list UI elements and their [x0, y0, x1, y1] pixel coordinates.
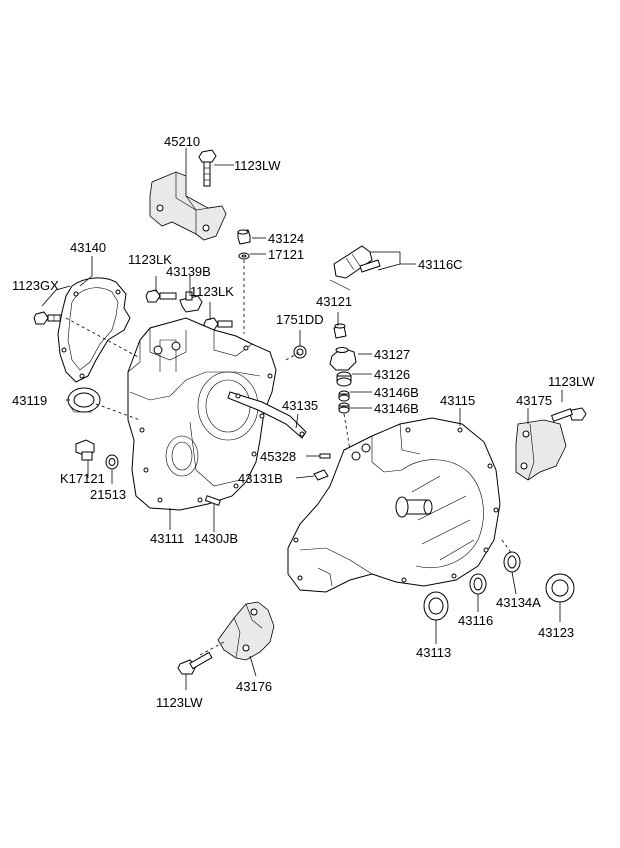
washer-21513 — [105, 454, 119, 470]
label-43176: 43176 — [236, 679, 272, 694]
label-1123gx: 1123GX — [12, 278, 59, 293]
plug-43121 — [333, 323, 347, 339]
seal-43123 — [545, 573, 575, 603]
washer-17121 — [238, 252, 250, 260]
bushing-43146b-a — [338, 390, 350, 402]
bushing-43126 — [336, 371, 352, 387]
bracket-43135 — [227, 391, 307, 439]
label-43134a: 43134A — [496, 595, 541, 610]
pin-1430jb — [204, 495, 221, 506]
gasket-43140 — [57, 277, 131, 383]
label-43131b: 43131B — [238, 471, 283, 486]
magnet-43131b — [313, 469, 329, 481]
label-1123lw-bottom: 1123LW — [156, 695, 203, 710]
label-43126: 43126 — [374, 367, 410, 382]
label-43119: 43119 — [12, 393, 47, 408]
plug-k17121 — [75, 439, 95, 461]
label-1123lk-a: 1123LK — [128, 252, 172, 267]
label-43146b-b: 43146B — [374, 401, 419, 416]
label-43140: 43140 — [70, 240, 106, 255]
bolt-1123lw-bottom — [177, 651, 213, 675]
label-43175: 43175 — [516, 393, 552, 408]
label-43111: 43111 — [150, 531, 184, 546]
label-43123: 43123 — [538, 625, 574, 640]
sensor-43116c — [329, 245, 381, 291]
label-43146b-a: 43146B — [374, 385, 419, 400]
seal-43113 — [423, 591, 449, 621]
seal-43134a — [503, 551, 521, 573]
part-labels: 45210 1123LW 43124 17121 43116C 43140 11… — [12, 134, 595, 710]
label-1123lk-b: 1123LK — [190, 284, 234, 299]
label-43116c: 43116C — [418, 257, 463, 272]
leader-lines — [41, 148, 563, 690]
label-43113: 43113 — [416, 645, 451, 660]
pin-45328 — [319, 453, 331, 459]
bushing-43146b-b — [338, 402, 350, 414]
case-43111 — [127, 317, 277, 511]
bracket-43175 — [515, 419, 567, 481]
label-17121: 17121 — [268, 247, 304, 262]
label-43139b: 43139B — [166, 264, 211, 279]
label-21513: 21513 — [90, 487, 126, 502]
label-1751dd: 1751DD — [276, 312, 324, 327]
seal-43119 — [67, 387, 101, 413]
seal-43116 — [469, 573, 487, 595]
cover-43176 — [217, 601, 275, 661]
label-1123lw-top: 1123LW — [234, 158, 281, 173]
bolt-1123gx — [33, 311, 67, 325]
bolt-1123lw-top — [198, 149, 217, 187]
label-1123lw-right: 1123LW — [548, 374, 595, 389]
label-k17121: K17121 — [60, 471, 105, 486]
boot-43127 — [329, 347, 357, 371]
label-43116: 43116 — [458, 613, 493, 628]
label-43127: 43127 — [374, 347, 410, 362]
washer-1751dd — [293, 345, 307, 359]
label-45210: 45210 — [164, 134, 200, 149]
bolt-1123lk-a — [145, 289, 177, 303]
label-43124: 43124 — [268, 231, 304, 246]
plug-43124 — [237, 229, 251, 245]
clip-43139b — [179, 291, 203, 313]
label-45328: 45328 — [260, 449, 296, 464]
case-43115 — [287, 417, 501, 593]
bracket-45210 — [149, 171, 227, 241]
label-1430jb: 1430JB — [194, 531, 238, 546]
label-43115: 43115 — [440, 393, 475, 408]
label-43121: 43121 — [316, 294, 352, 309]
label-43135: 43135 — [282, 398, 318, 413]
bolt-1123lw-right — [550, 407, 587, 422]
